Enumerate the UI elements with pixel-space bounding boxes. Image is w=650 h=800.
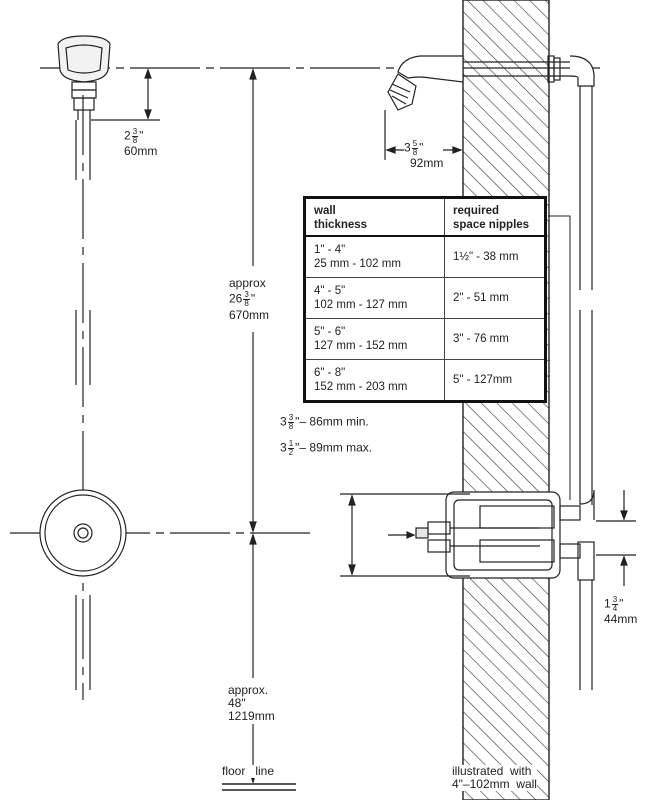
dim-valve-min-whole: 3	[280, 414, 287, 429]
dim-head-proj-whole: 3	[404, 140, 411, 155]
inch-mark: "	[419, 140, 424, 155]
cell-nipple: 5" - 127mm	[444, 359, 546, 402]
dim-top-offset-whole: 2	[124, 128, 131, 143]
dim-floor-prefix: approx.	[228, 683, 269, 697]
riser-pipe	[579, 86, 593, 690]
cell-wall: 4" - 5" 102 mm - 127 mm	[304, 277, 445, 319]
caption-line-1: illustrated with	[452, 764, 532, 778]
caption-line-2: 4"–102mm wall	[452, 777, 537, 791]
cell-nipple: 3" - 76 mm	[444, 318, 546, 360]
cell-wall: 5" - 6" 127 mm - 152 mm	[304, 318, 445, 360]
frac-num: 3	[287, 413, 295, 423]
frac-den: 8	[288, 422, 294, 431]
table-row: 6" - 8" 152 mm - 203 mm 5" - 127mm	[304, 359, 546, 402]
dim-valve-max-tail: "– 89mm max.	[295, 440, 373, 455]
dim-floor-metric: 1219mm	[228, 709, 275, 723]
dim-valve-max-whole: 3	[280, 440, 287, 455]
frac-num: 3	[131, 127, 139, 137]
frac-num: 3	[243, 290, 250, 300]
frac-den: 4	[612, 604, 618, 613]
cell-nipple: 1½" - 38 mm	[444, 235, 546, 278]
floor-line-label: floor line	[222, 764, 275, 778]
dim-head-proj-metric: 92mm	[410, 156, 444, 170]
dim-top-offset-metric: 60mm	[124, 144, 158, 158]
inch-mark: "	[139, 128, 144, 143]
nipple-size-table: wall thickness required space nipples 1"…	[303, 196, 547, 403]
frac-num: 3	[611, 595, 619, 605]
table-row: 4" - 5" 102 mm - 127 mm 2" - 51 mm	[304, 277, 546, 319]
valve-side-view	[415, 489, 595, 581]
inch-mark: "	[619, 596, 624, 611]
frac-den: 8	[412, 148, 418, 157]
table-header-row: wall thickness required space nipples	[304, 197, 546, 237]
wall-caption: illustrated with 4"–102mm wall	[452, 765, 537, 791]
header-wall-thickness: wall thickness	[304, 197, 445, 237]
table-row: 1" - 4" 25 mm - 102 mm 1½" - 38 mm	[304, 235, 546, 278]
cell-wall: 6" - 8" 152 mm - 203 mm	[304, 359, 445, 402]
table-row: 5" - 6" 127 mm - 152 mm 3" - 76 mm	[304, 318, 546, 360]
dim-floor-imperial: 48"	[228, 696, 246, 710]
dim-approx-prefix: approx	[229, 276, 266, 290]
cell-nipple: 2" - 51 mm	[444, 277, 546, 319]
frac-num: 1	[287, 439, 295, 449]
shower-head-front-view	[57, 35, 111, 120]
inch-mark: "	[250, 291, 256, 306]
cell-wall: 1" - 4" 25 mm - 102 mm	[304, 235, 445, 278]
frac-den: 8	[244, 299, 249, 308]
dim-floor-height: approx. 48" 1219mm	[228, 684, 275, 723]
shower-head-side-view	[387, 55, 595, 111]
dim-side-offset-whole: 1	[604, 596, 611, 611]
dim-approx-whole: 26	[229, 291, 243, 306]
frac-den: 8	[132, 136, 138, 145]
header-required-nipples: required space nipples	[444, 197, 546, 237]
valve-front-view	[39, 489, 127, 577]
frac-den: 2	[288, 448, 294, 457]
dim-side-offset-metric: 44mm	[604, 612, 638, 626]
dim-approx-metric: 670mm	[229, 308, 270, 322]
frac-num: 5	[411, 139, 419, 149]
dim-valve-min-tail: "– 86mm min.	[295, 414, 369, 429]
